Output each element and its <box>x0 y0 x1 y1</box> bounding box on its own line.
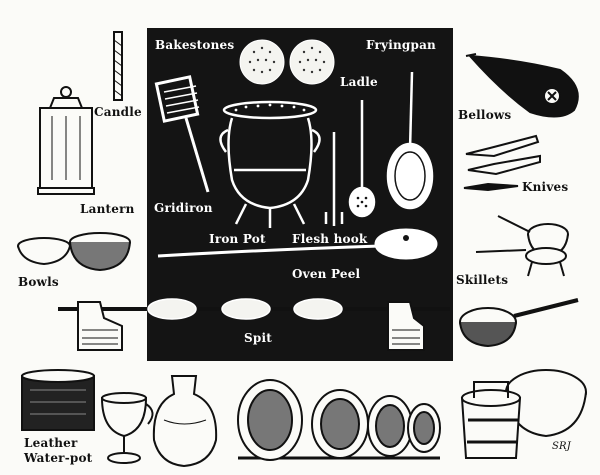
bellows-illustration <box>465 53 579 118</box>
label-flesh-hook: Flesh hook <box>292 232 368 246</box>
saucepan-illustration <box>459 298 579 348</box>
leather-water-pot-illustration <box>21 369 95 431</box>
label-oven-peel: Oven Peel <box>292 267 361 281</box>
candle-illustration <box>113 31 123 101</box>
goblet-illustration <box>100 392 154 464</box>
ladle-holes <box>356 196 368 208</box>
oven-peel-illustration <box>157 228 438 260</box>
label-skillets: Skillets <box>456 273 509 287</box>
bakestones-illustration <box>239 39 335 85</box>
label-knives: Knives <box>522 180 569 194</box>
gridiron-bars <box>163 85 200 114</box>
bakestones-dots <box>248 46 326 74</box>
label-ladle: Ladle <box>340 75 378 89</box>
label-leather: Leather <box>24 436 78 450</box>
fryingpan-illustration <box>386 71 434 210</box>
label-candle: Candle <box>94 105 142 119</box>
wooden-bowls-illustration <box>237 379 441 461</box>
signature-mark: SRJ <box>552 441 571 452</box>
iron-pot-illustration <box>219 100 321 228</box>
gridiron-illustration <box>154 75 210 193</box>
label-water-pot: Water-pot <box>24 451 93 465</box>
jug-illustration <box>152 375 218 468</box>
label-bowls: Bowls <box>18 275 59 289</box>
label-bellows: Bellows <box>458 108 512 122</box>
skillets-illustration <box>475 215 569 277</box>
lantern-illustration <box>37 86 95 195</box>
spit-illustration <box>58 298 450 351</box>
label-gridiron: Gridiron <box>154 201 213 215</box>
label-bakestones: Bakestones <box>155 38 235 52</box>
flesh-hook-illustration <box>324 132 344 226</box>
bowls-illustration <box>17 232 131 272</box>
knives-illustration <box>463 134 541 192</box>
bucket-and-tub-illustration <box>460 369 587 459</box>
iron-pot-rim-dots <box>234 103 306 112</box>
label-lantern: Lantern <box>80 202 135 216</box>
label-iron-pot: Iron Pot <box>209 232 266 246</box>
label-spit: Spit <box>244 331 272 345</box>
label-fryingpan: Fryingpan <box>366 38 436 52</box>
